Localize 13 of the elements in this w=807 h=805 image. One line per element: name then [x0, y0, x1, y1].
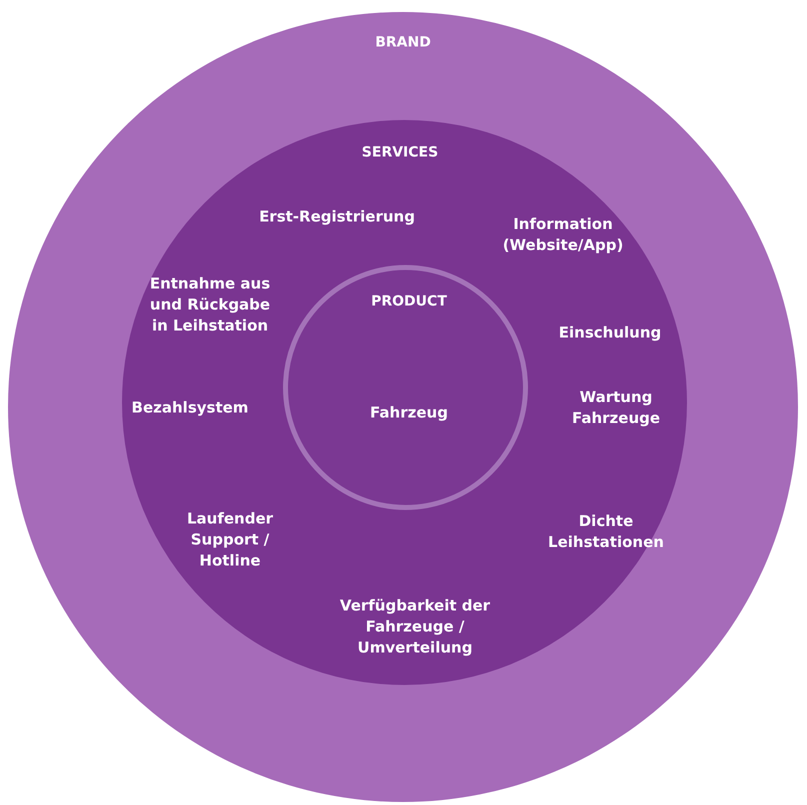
service-label: Erst-Registrierung: [258, 206, 416, 228]
circle-title: BRAND: [374, 34, 432, 52]
product-label: Fahrzeug: [369, 402, 449, 424]
circle-title: SERVICES: [360, 144, 440, 162]
service-label: Information (Website/App): [502, 214, 624, 256]
service-label: Wartung Fahrzeuge: [570, 387, 662, 429]
service-label: Verfügbarkeit der Fahrzeuge / Umverteilung: [338, 596, 492, 658]
service-label: Bezahlsystem: [130, 398, 250, 418]
circle-title: PRODUCT: [370, 292, 448, 312]
service-label: Laufender Support / Hotline: [186, 508, 274, 572]
service-label: Einschulung: [558, 322, 662, 344]
service-label: Entnahme aus und Rückgabe in Leihstation: [148, 274, 272, 336]
service-label: Dichte Leihstationen: [547, 511, 665, 553]
